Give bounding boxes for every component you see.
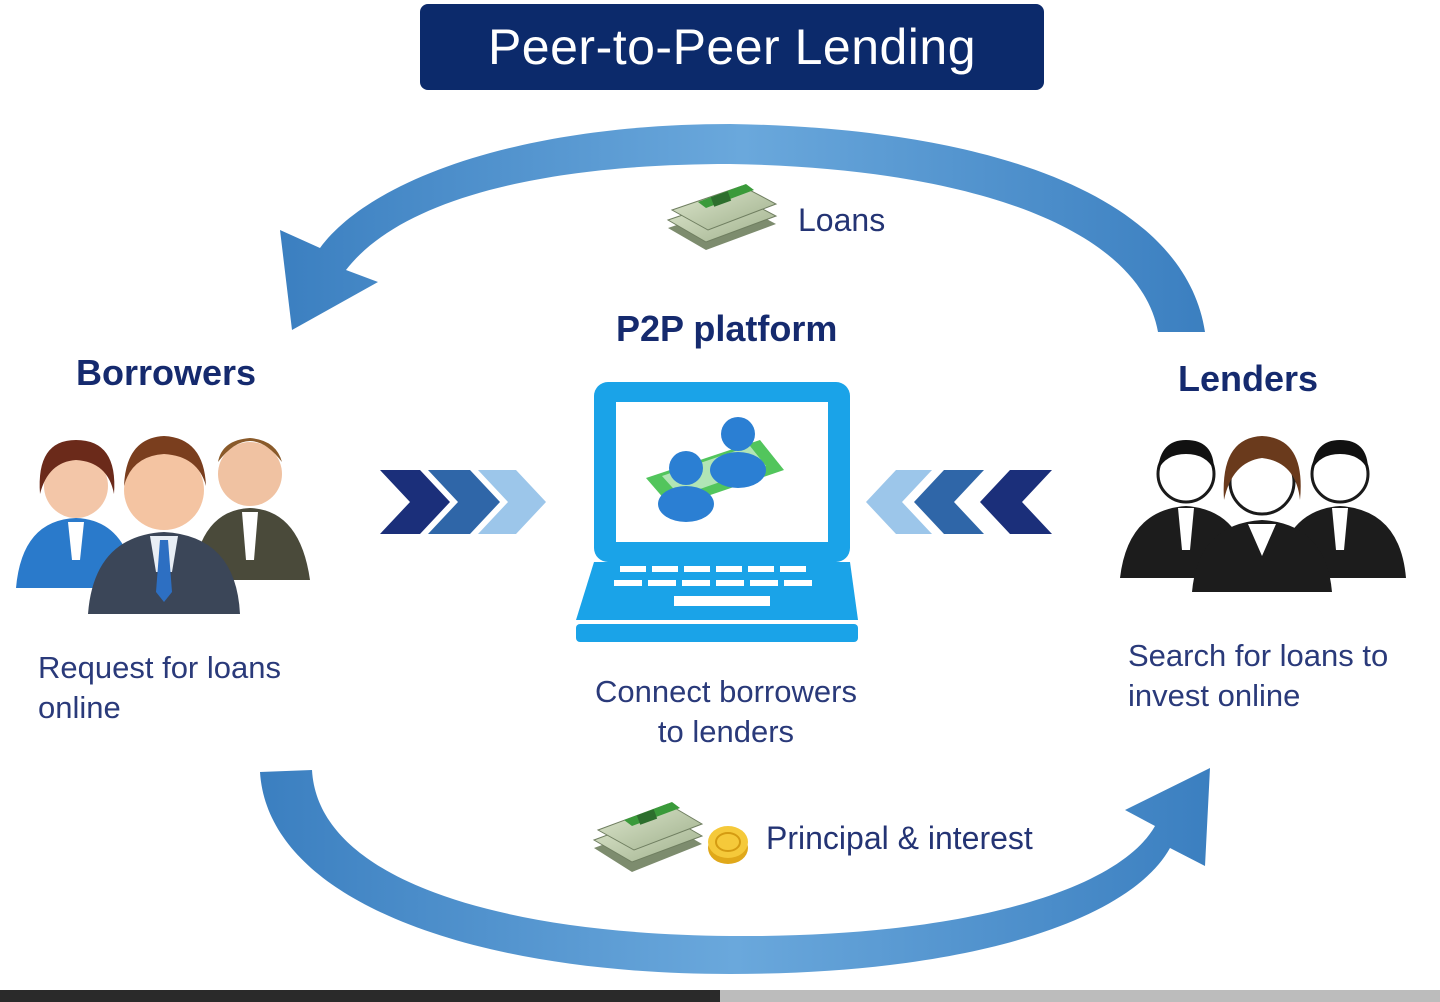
top-arc-arrow xyxy=(280,124,1205,332)
lenders-group-icon xyxy=(1120,436,1406,592)
bottom-arc-arrow xyxy=(260,768,1210,974)
platform-description-line2: to lenders xyxy=(657,714,795,749)
borrowers-description: Request for loans online xyxy=(38,648,281,728)
borrowers-group-icon xyxy=(16,436,310,614)
lenders-description-line1: Search for loans to xyxy=(1128,638,1389,673)
money-stack-icon xyxy=(592,802,704,872)
title-banner: Peer-to-Peer Lending xyxy=(420,4,1044,90)
loans-flow-label: Loans xyxy=(798,202,886,238)
lenders-description: Search for loans to invest online xyxy=(1128,636,1388,716)
chevrons-right-icon xyxy=(380,470,546,534)
borrowers-description-line1: Request for loans xyxy=(38,650,281,685)
chevrons-left-icon xyxy=(866,470,1052,534)
lenders-heading: Lenders xyxy=(1178,358,1319,399)
coin-icon xyxy=(708,826,748,864)
borrowers-heading: Borrowers xyxy=(76,352,257,393)
laptop-icon xyxy=(576,382,858,642)
platform-heading: P2P platform xyxy=(616,308,838,349)
platform-description-line1: Connect borrowers xyxy=(595,674,857,709)
video-progress-bar xyxy=(0,990,1440,1002)
principal-interest-flow-label: Principal & interest xyxy=(766,820,1033,856)
money-stack-icon xyxy=(666,184,778,250)
platform-description: Connect borrowers to lenders xyxy=(576,672,876,752)
borrowers-description-line2: online xyxy=(38,690,121,725)
lenders-description-line2: invest online xyxy=(1128,678,1301,713)
page-title: Peer-to-Peer Lending xyxy=(487,19,977,75)
